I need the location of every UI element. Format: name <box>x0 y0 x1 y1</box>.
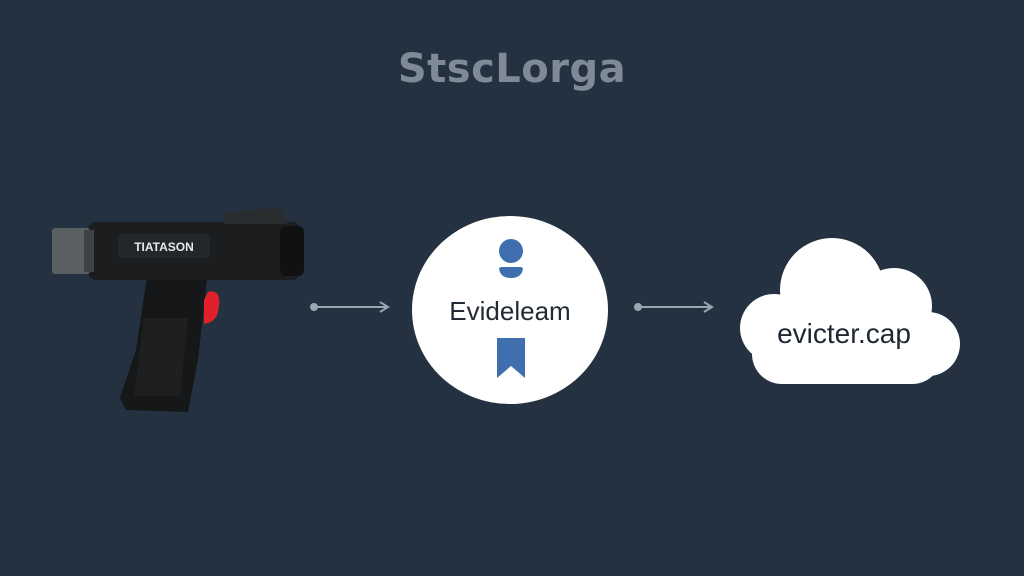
cloud-node-label: evicter.cap <box>777 318 911 349</box>
handheld-scanner-icon: TIATASON <box>52 208 304 412</box>
cloud-icon <box>740 238 960 384</box>
diagram-title: StscLorga <box>397 46 627 92</box>
person-icon <box>498 239 524 278</box>
middle-node: Evideleam <box>412 216 608 404</box>
bookmark-icon <box>497 338 525 378</box>
arrow-right-icon <box>634 301 714 313</box>
device-brand-label: TIATASON <box>134 240 194 254</box>
middle-node-label: Evideleam <box>449 296 571 326</box>
arrow-right-icon <box>310 301 390 313</box>
